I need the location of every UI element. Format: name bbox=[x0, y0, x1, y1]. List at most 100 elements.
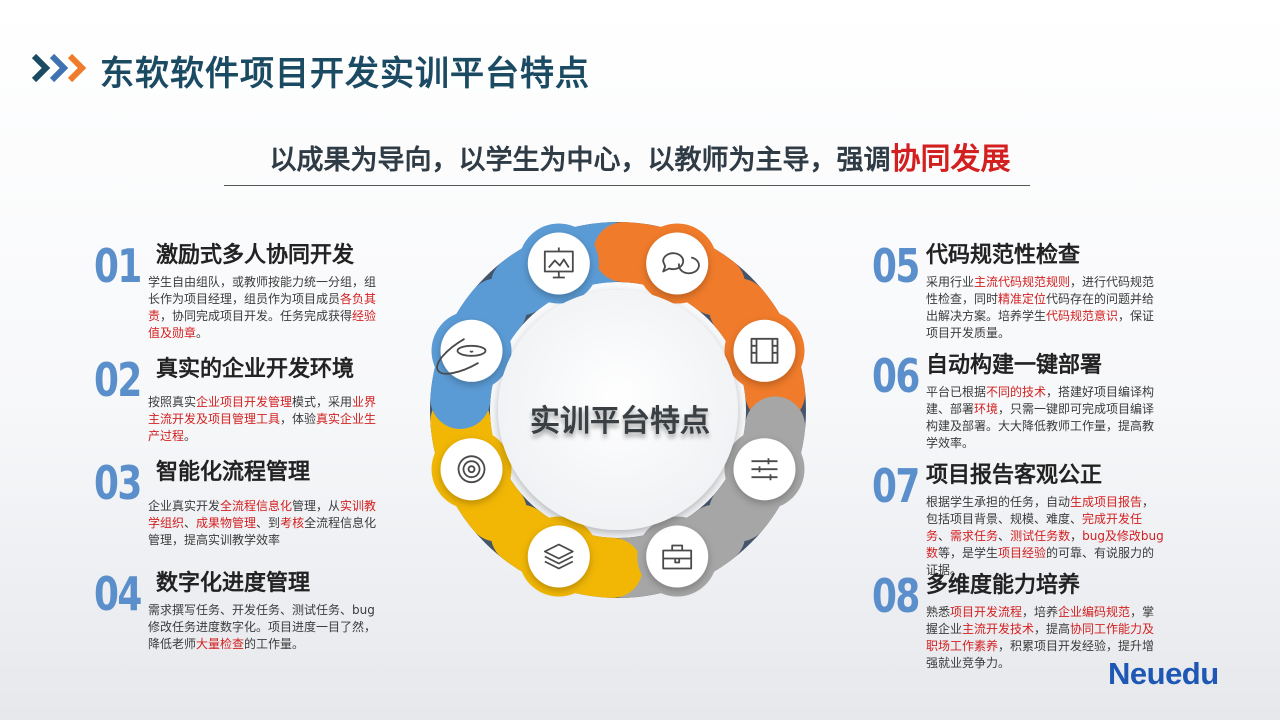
desc-text: ，进行代码规范性检查，同时 bbox=[926, 275, 1155, 306]
desc-text: 、 bbox=[184, 516, 197, 530]
desc-text: 平台已根据 bbox=[926, 385, 987, 399]
desc-text: ，只需一键即可完成项目编译构建及部署。大大降低教师工作量，提高教学效率。 bbox=[926, 402, 1155, 450]
highlight-text: 业界主流开发及项目管理工具 bbox=[148, 395, 377, 426]
feature-desc: 按照真实企业项目开发管理模式，采用业界主流开发及项目管理工具，体验真实企业生产过… bbox=[148, 394, 386, 445]
feature-title: 自动构建一键部署 bbox=[926, 353, 1103, 378]
film-strip-icon bbox=[724, 310, 805, 391]
chat-bubbles-icon bbox=[637, 223, 718, 304]
desc-text: ，协同完成项目开发。任务完成获得 bbox=[160, 309, 353, 323]
feature-number: 08 bbox=[872, 569, 920, 623]
highlight-text: 测试任务数 bbox=[1010, 529, 1071, 543]
desc-text: 的可靠、有说服力的证据。 bbox=[926, 546, 1155, 577]
highlight-text: 各负其责 bbox=[148, 292, 377, 323]
desc-text: ，搭建好项目编译构建、部署 bbox=[926, 385, 1155, 416]
feature-title: 激励式多人协同开发 bbox=[156, 243, 355, 268]
wheel-center-disk bbox=[498, 290, 738, 530]
feature-number: 04 bbox=[94, 567, 142, 621]
feature-number: 06 bbox=[872, 349, 920, 403]
highlight-text: 需求任务 bbox=[950, 529, 999, 543]
desc-text: 学生自由组队，或教师按能力统一分组，组长作为项目经理，组员作为项目成员 bbox=[148, 275, 377, 306]
atom-icon bbox=[431, 310, 512, 391]
desc-text: 管理，从 bbox=[292, 499, 341, 513]
highlight-text: 成果物管理 bbox=[196, 516, 257, 530]
highlight-text: 大量检查 bbox=[196, 637, 245, 651]
target-icon bbox=[431, 429, 512, 510]
desc-text: ，保证项目开发质量。 bbox=[926, 309, 1155, 340]
tagline-divider bbox=[224, 185, 1030, 186]
desc-text: 等，是学生 bbox=[938, 546, 999, 560]
feature-title: 数字化进度管理 bbox=[156, 571, 311, 596]
desc-text: 。 bbox=[184, 429, 197, 443]
highlight-text: 完成开发任务 bbox=[926, 512, 1143, 543]
tagline-highlight: 协同发展 bbox=[890, 142, 1011, 177]
highlight-text: 协同工作能力及职场工作素养 bbox=[926, 622, 1155, 653]
feature-desc: 根据学生承担的任务，自动生成项目报告，包括项目背景、规模、难度、完成开发任务、需… bbox=[926, 494, 1164, 579]
feature-title: 多维度能力培养 bbox=[926, 573, 1081, 598]
desc-text: ， bbox=[1070, 529, 1083, 543]
feature-number: 01 bbox=[94, 239, 142, 293]
highlight-text: 不同的技术 bbox=[986, 385, 1047, 399]
highlight-text: 实训教学组织 bbox=[148, 499, 377, 530]
highlight-text: 项目开发流程 bbox=[950, 605, 1023, 619]
feature-number: 07 bbox=[872, 459, 920, 513]
briefcase-icon bbox=[637, 516, 718, 597]
desc-text: 。 bbox=[196, 326, 209, 340]
highlight-text: 经验值及勋章 bbox=[148, 309, 377, 340]
feature-title: 智能化流程管理 bbox=[156, 460, 311, 485]
page-title: 东软软件项目开发实训平台特点 bbox=[100, 54, 590, 94]
desc-text: 企业真实开发 bbox=[148, 499, 221, 513]
highlight-text: 企业项目开发管理 bbox=[196, 395, 293, 409]
desc-text: ，包括项目背景、规模、难度、 bbox=[926, 495, 1155, 526]
desc-text: 根据学生承担的任务，自动 bbox=[926, 495, 1071, 509]
feature-desc: 需求撰写任务、开发任务、测试任务、bug修改任务进度数字化。项目进度一目了然，降… bbox=[148, 602, 386, 653]
tagline-text: 以成果为导向，以学生为中心，以教师为主导，强调 bbox=[269, 145, 891, 176]
desc-text: 熟悉 bbox=[926, 605, 951, 619]
chevrons-icon bbox=[31, 53, 87, 83]
highlight-text: 企业编码规范 bbox=[1058, 605, 1131, 619]
desc-text: ，培养 bbox=[1022, 605, 1059, 619]
highlight-text: 主流代码规范规则 bbox=[974, 275, 1071, 289]
feature-title: 真实的企业开发环境 bbox=[156, 357, 355, 382]
feature-title: 项目报告客观公正 bbox=[926, 463, 1103, 488]
desc-text: 需求撰写任务、开发任务、测试任务、bug修改任务进度数字化。项目进度一目了然，降… bbox=[148, 603, 377, 651]
highlight-text: 环境 bbox=[974, 402, 999, 416]
sliders-icon bbox=[724, 429, 805, 510]
feature-desc: 平台已根据不同的技术，搭建好项目编译构建、部署环境，只需一键即可完成项目编译构建… bbox=[926, 384, 1164, 452]
feature-title: 代码规范性检查 bbox=[926, 243, 1081, 268]
tagline: 以成果为导向，以学生为中心，以教师为主导，强调协同发展 bbox=[0, 134, 1280, 178]
neuedu-logo: Neuedu bbox=[1108, 656, 1219, 691]
highlight-text: 主流开发技术 bbox=[962, 622, 1035, 636]
highlight-text: 项目经验 bbox=[998, 546, 1047, 560]
desc-text: 模式，采用 bbox=[292, 395, 353, 409]
highlight-text: 考核 bbox=[280, 516, 305, 530]
feature-number: 05 bbox=[872, 239, 920, 293]
feature-wheel bbox=[430, 222, 806, 598]
desc-text: 、到 bbox=[256, 516, 281, 530]
feature-desc: 熟悉项目开发流程，培养企业编码规范，掌握企业主流开发技术，提高协同工作能力及职场… bbox=[926, 604, 1164, 672]
feature-desc: 采用行业主流代码规范规则，进行代码规范性检查，同时精准定位代码存在的问题并给出解… bbox=[926, 274, 1164, 342]
desc-text: ，积累项目开发经验，提升增强就业竞争力。 bbox=[926, 639, 1155, 670]
highlight-text: 生成项目报告 bbox=[1070, 495, 1143, 509]
desc-text: 采用行业 bbox=[926, 275, 975, 289]
highlight-text: 代码规范意识 bbox=[1046, 309, 1119, 323]
highlight-text: bug及修改bug数 bbox=[926, 529, 1164, 560]
desc-text: ，体验 bbox=[280, 412, 317, 426]
desc-text: 、 bbox=[998, 529, 1011, 543]
desc-text: ，掌握企业 bbox=[926, 605, 1155, 636]
feature-desc: 企业真实开发全流程信息化管理，从实训教学组织、成果物管理、到考核全流程信息化管理… bbox=[148, 498, 386, 549]
highlight-text: 全流程信息化 bbox=[220, 499, 293, 513]
highlight-text: 真实企业生产过程 bbox=[148, 412, 377, 443]
desc-text: 全流程信息化管理，提高实训教学效率 bbox=[148, 516, 377, 547]
desc-text: 、 bbox=[938, 529, 951, 543]
center-label: 实训平台特点 bbox=[530, 404, 710, 439]
feature-desc: 学生自由组队，或教师按能力统一分组，组长作为项目经理，组员作为项目成员各负其责，… bbox=[148, 274, 386, 342]
highlight-text: 精准定位 bbox=[998, 292, 1047, 306]
desc-text: 按照真实 bbox=[148, 395, 197, 409]
feature-number: 02 bbox=[94, 353, 142, 407]
layers-icon bbox=[518, 516, 599, 597]
feature-number: 03 bbox=[94, 456, 142, 510]
desc-text: 代码存在的问题并给出解决方案。培养学生 bbox=[926, 292, 1155, 323]
presentation-board-icon bbox=[518, 223, 599, 304]
desc-text: ，提高 bbox=[1034, 622, 1071, 636]
